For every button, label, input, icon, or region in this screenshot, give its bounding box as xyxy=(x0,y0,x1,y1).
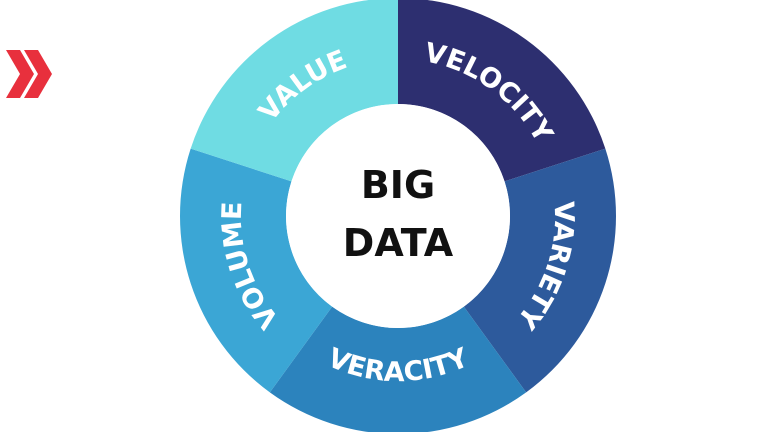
double-chevron-logo-icon xyxy=(6,50,52,98)
segment-volume xyxy=(180,148,333,393)
chevron-right-shape xyxy=(24,50,52,98)
center-title-line2: DATA xyxy=(343,221,454,265)
segment-value xyxy=(190,0,398,182)
segment-variety xyxy=(463,148,617,393)
center-title-line1: BIG xyxy=(361,163,435,207)
segment-velocity xyxy=(398,0,606,182)
segment-veracity xyxy=(269,306,527,432)
chevron-left-shape xyxy=(6,50,34,98)
center-hub xyxy=(286,104,510,328)
